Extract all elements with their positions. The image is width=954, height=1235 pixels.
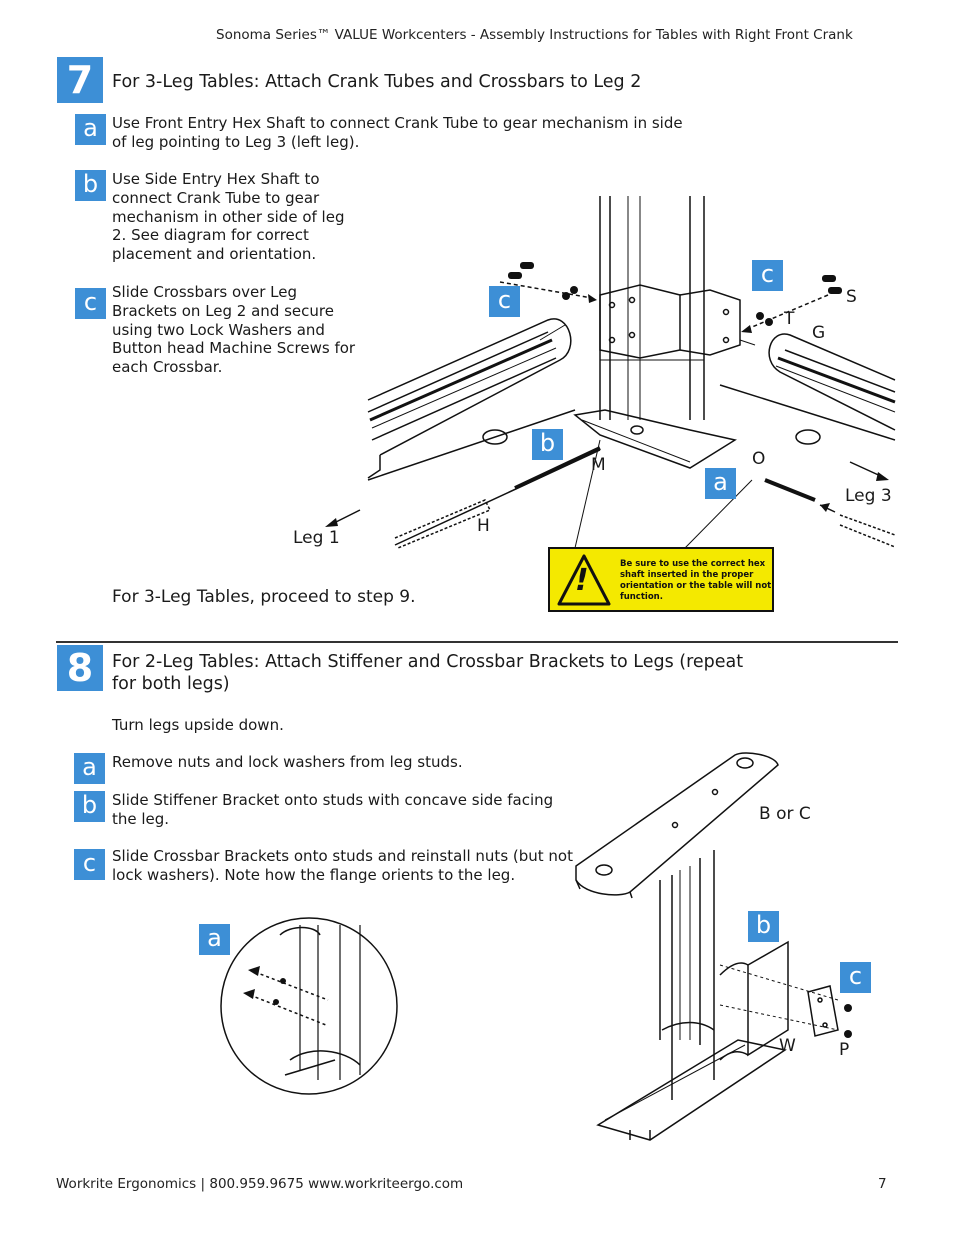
label-s: S (846, 287, 857, 307)
step-7-note: For 3-Leg Tables, proceed to step 9. (112, 587, 416, 607)
step-8b-badge: b (74, 791, 105, 822)
side-entry-hex-shaft (514, 446, 601, 490)
step-8-title: For 2-Leg Tables: Attach Stiffener and C… (112, 652, 744, 694)
diagram-7-badge-a: a (705, 468, 736, 499)
step-7-title: For 3-Leg Tables: Attach Crank Tubes and… (112, 72, 642, 92)
step-7c-text: Slide Crossbars over Leg Brackets on Leg… (112, 283, 356, 377)
label-w: W (779, 1036, 796, 1056)
step-7a-text: Use Front Entry Hex Shaft to connect Cra… (112, 114, 683, 151)
diagram-7-badge-c-left: c (489, 286, 520, 317)
step-7-badge: 7 (57, 57, 103, 103)
warning-text: Be sure to use the correct hex shaft ins… (620, 559, 772, 602)
screw-icon (508, 272, 522, 279)
step-7c-badge: c (75, 288, 106, 319)
label-p: P (839, 1040, 850, 1060)
diagram-8-badge-a: a (199, 924, 230, 955)
label-h: H (477, 516, 490, 536)
step-8a-badge: a (74, 753, 105, 784)
step-8a-text: Remove nuts and lock washers from leg st… (112, 753, 463, 771)
step-8-badge: 8 (57, 645, 103, 691)
label-g: G (812, 323, 826, 343)
step-8-intro: Turn legs upside down. (112, 716, 284, 734)
footer-company: Workrite Ergonomics | 800.959.9675 www.w… (56, 1176, 464, 1192)
footer-page-number: 7 (878, 1176, 887, 1192)
step-8c-text: Slide Crossbar Brackets onto studs and r… (112, 847, 573, 884)
diagram-7-badge-b: b (532, 429, 563, 460)
nut-icon (844, 1030, 852, 1038)
screw-icon (828, 287, 842, 294)
stiffener-bracket (747, 940, 789, 1057)
lock-washer-icon (765, 318, 773, 326)
step-7a-badge: a (75, 114, 106, 145)
diagram-7-badge-c-right: c (752, 260, 783, 291)
warning-symbol: ! (575, 563, 589, 598)
label-o: O (752, 449, 766, 469)
detail-circle (220, 917, 398, 1095)
table-hole (795, 429, 821, 445)
warning-box: ! Be sure to use the correct hex shaft i… (548, 547, 774, 612)
nut-icon (280, 978, 286, 984)
lock-washer-icon (570, 286, 578, 294)
warning-triangle-icon (557, 554, 611, 606)
left-crossbar (367, 318, 572, 456)
foot-rail (596, 1039, 787, 1141)
label-b-or-c: B or C (759, 804, 811, 824)
crossbar-bracket (807, 985, 839, 1037)
table-hole (482, 429, 508, 445)
step-8c-badge: c (74, 849, 105, 880)
diagram-8-badge-b: b (748, 911, 779, 942)
label-leg-3: Leg 3 (845, 486, 892, 506)
label-t: T (784, 309, 795, 329)
step-7b-badge: b (75, 170, 106, 201)
nut-icon (273, 999, 279, 1005)
label-leg-1: Leg 1 (293, 528, 340, 548)
nut-icon (844, 1004, 852, 1012)
label-m: M (591, 455, 606, 475)
right-crossbar (768, 333, 896, 431)
leg-column (659, 850, 715, 1045)
screw-icon (822, 275, 836, 282)
section-divider (56, 641, 898, 643)
step-8b-text: Slide Stiffener Bracket onto studs with … (112, 791, 554, 828)
lock-washer-icon (756, 312, 764, 320)
diagram-8-badge-c: c (840, 962, 871, 993)
foot-plate (573, 409, 737, 469)
page-header: Sonoma Series™ VALUE Workcenters - Assem… (216, 27, 853, 43)
front-entry-hex-shaft (764, 478, 816, 502)
screw-icon (520, 262, 534, 269)
step-7b-text: Use Side Entry Hex Shaft to connect Cran… (112, 170, 345, 264)
lock-washer-icon (562, 292, 570, 300)
